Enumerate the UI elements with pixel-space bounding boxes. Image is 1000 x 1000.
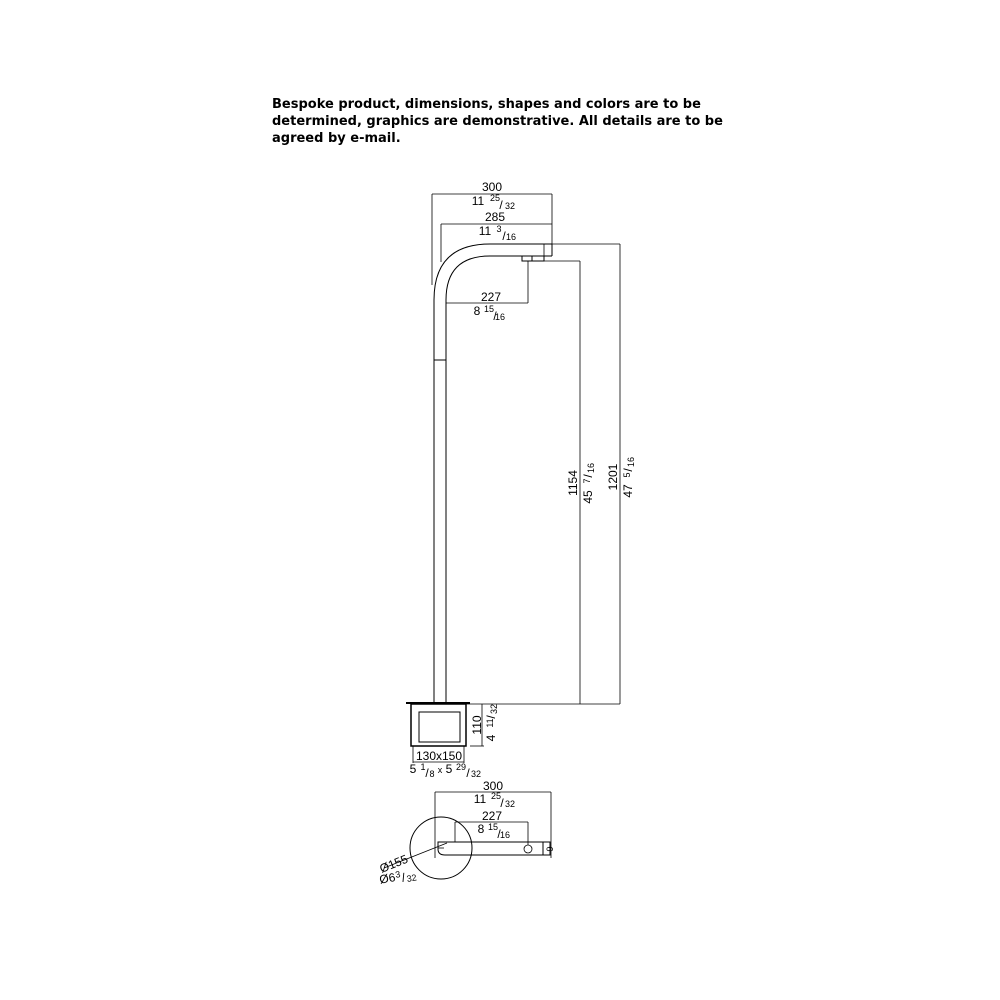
dim-1201-in-whole: 47 [621,484,635,498]
svg-text:/: / [499,198,503,212]
top-dim-227-in-den: 16 [500,830,510,840]
top-dim-300-in-whole: 11 [474,792,487,806]
base-circle [409,816,473,880]
spout-outline [433,243,553,704]
dim-base-a-den: 8 [429,769,434,779]
svg-text:/: / [497,827,501,841]
dim-110-in-den: 32 [489,704,499,714]
svg-text:/: / [581,474,595,478]
dim-1201-in-num: 5 [622,472,632,477]
top-dim-300-in-num: 25 [491,791,501,801]
svg-text:/: / [621,468,635,472]
dim-1201-in-den: 16 [626,457,636,467]
dim-height-total: 1201 47 5 / 16 [552,243,636,705]
dim-height-outlet: 1154 45 7 / 16 [532,260,596,704]
dim-reach: 227 8 15 / 16 [446,261,529,323]
svg-text:/: / [466,766,470,780]
dim-base-height: 110 4 11 / 32 [470,704,499,746]
dim-285-in-den: 16 [506,232,516,242]
top-dim-227-mm: 227 [482,809,502,823]
dim-285-mm: 285 [485,210,505,224]
dim-base-a-whole: 5 [410,762,417,776]
top-dim-diameter-in-prefix: Ø6 [378,870,397,887]
note-line: agreed by e-mail. [272,131,401,146]
dim-base-size: 130x150 5 1 / 8 x 5 29 / 32 [410,746,481,780]
disclaimer-note: Bespoke product, dimensions, shapes and … [272,96,742,147]
dim-300-in-whole: 11 [472,194,485,208]
svg-text:/: / [500,796,504,810]
dim-base-b-whole: 5 [446,762,453,776]
top-spout: 9 [437,841,555,856]
note-line: Bespoke product, dimensions, shapes and … [272,97,701,112]
dim-base-times: x [438,765,443,775]
top-end-size: 9 [545,846,555,851]
dim-110-in-num: 11 [485,718,495,727]
top-dim-300-mm: 300 [483,779,503,793]
dim-227-in-whole: 8 [474,304,481,318]
dim-width-total: 300 11 25 / 32 [431,180,553,285]
top-dim-diameter-in-num: 3 [394,869,401,880]
svg-text:/: / [493,309,497,323]
top-dim-width-total: 300 11 25 / 32 [434,779,552,858]
top-dim-diameter-in-den: 32 [406,872,418,884]
dim-110-mm: 110 [470,715,484,734]
dim-300-in-num: 25 [490,193,500,203]
dim-300-in-den: 32 [505,201,515,211]
svg-text:/: / [484,715,498,719]
dim-110-in-whole: 4 [484,734,498,741]
dim-1201-mm: 1201 [606,463,620,490]
dim-1154-in-num: 7 [582,478,592,483]
dim-base-b-num: 29 [456,762,466,772]
dim-1154-in-whole: 45 [581,490,595,504]
side-view: 300 11 25 / 32 285 11 3 / 16 227 8 15 / … [406,180,636,780]
dim-base-b-den: 32 [471,769,481,779]
top-dim-diameter: Ø155 Ø6 3 / 32 [377,842,448,887]
dim-base-a-num: 1 [420,762,425,772]
top-dim-227-in-whole: 8 [478,822,485,836]
dim-base-mm: 130x150 [416,749,462,763]
top-dim-227-in-num: 15 [488,822,498,832]
dim-227-mm: 227 [481,290,501,304]
dim-285-in-whole: 11 [479,224,492,238]
dim-227-in-num: 15 [484,304,494,314]
dim-width-spout: 285 11 3 / 16 [440,210,552,262]
base-box [406,702,580,747]
dim-1154-mm: 1154 [566,470,580,496]
top-dim-300-in-den: 32 [505,799,515,809]
svg-text:/: / [401,870,407,884]
dim-227-in-den: 16 [495,312,505,322]
dim-1154-in-den: 16 [586,463,596,473]
note-line: determined, graphics are demonstrative. … [272,114,723,129]
top-view: 300 11 25 / 32 227 8 15 / 16 9 [377,779,555,887]
svg-text:/: / [502,229,506,243]
dim-285-in-num: 3 [496,224,501,234]
top-dim-reach: 227 8 15 / 16 [454,809,529,845]
dim-300-mm: 300 [482,180,502,194]
svg-text:/: / [425,766,429,780]
